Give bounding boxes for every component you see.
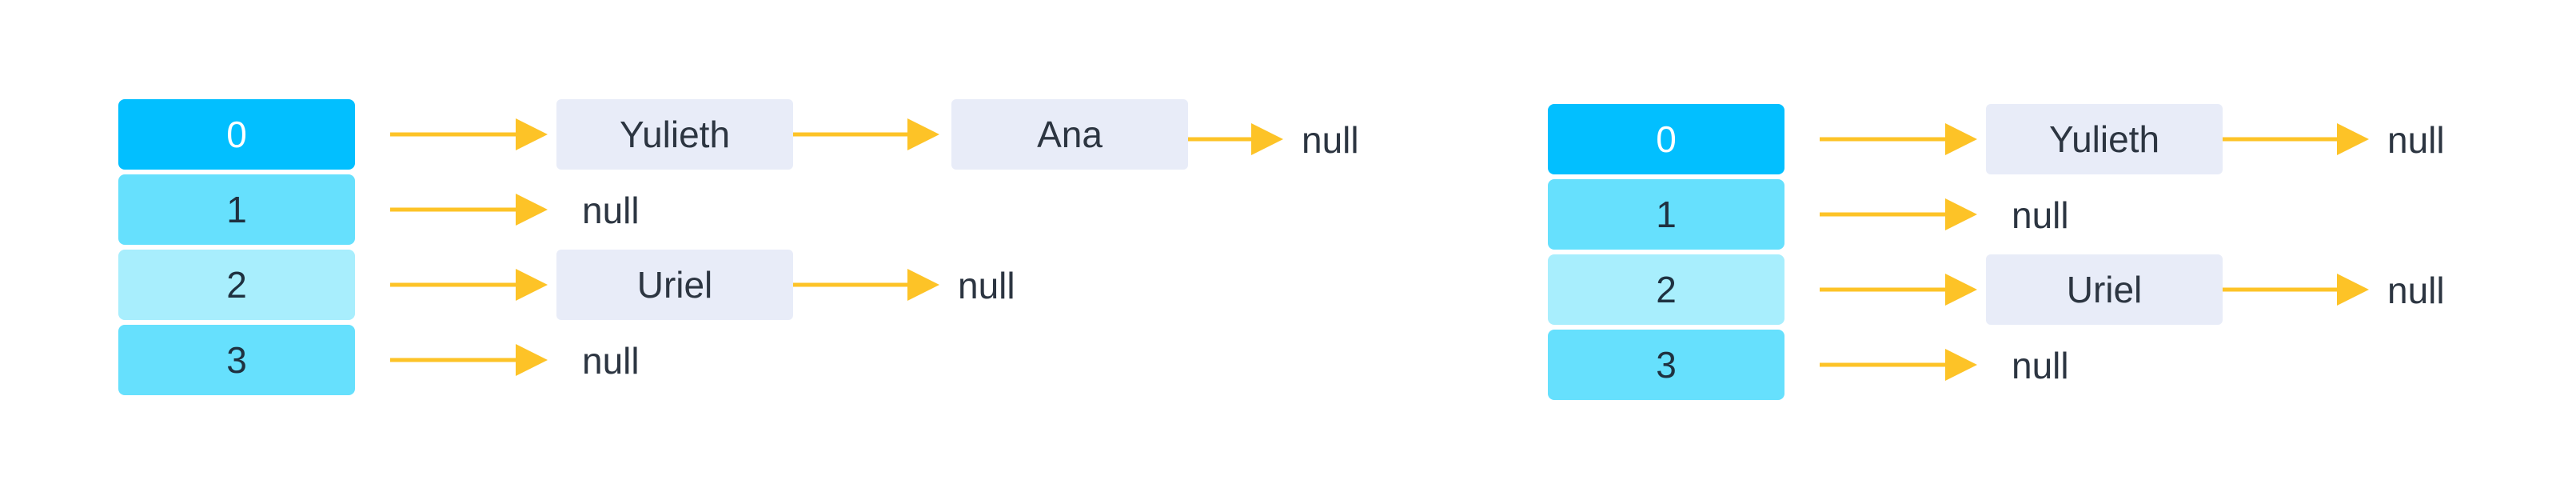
bucket-0: 0	[118, 99, 355, 170]
bucket-3: 3	[118, 325, 355, 395]
node-yulieth: Yulieth	[1986, 104, 2223, 174]
bucket-2: 2	[1548, 254, 1784, 325]
null-label: null	[2387, 270, 2445, 311]
bucket-0: 0	[1548, 104, 1784, 174]
null-label: null	[2012, 345, 2069, 386]
hash-table-before: 0 1 2 3 Yulieth Ana null null Uriel null…	[0, 0, 1359, 504]
null-label: null	[1302, 119, 1359, 161]
node-yulieth: Yulieth	[556, 99, 793, 170]
arrow-layer	[1820, 123, 2369, 381]
null-label: null	[2387, 119, 2445, 161]
node-ana: Ana	[951, 99, 1188, 170]
bucket-2: 2	[118, 250, 355, 320]
null-label: null	[582, 340, 640, 382]
arrow-layer	[390, 118, 1283, 376]
node-uriel: Uriel	[556, 250, 793, 320]
hash-table-after: 0 1 2 3 Yulieth null null Uriel null nul…	[1431, 0, 2576, 504]
node-uriel: Uriel	[1986, 254, 2223, 325]
bucket-1: 1	[1548, 179, 1784, 250]
bucket-3: 3	[1548, 330, 1784, 400]
null-label: null	[2012, 194, 2069, 236]
null-label: null	[582, 190, 640, 231]
null-label: null	[958, 265, 1015, 306]
bucket-1: 1	[118, 174, 355, 245]
